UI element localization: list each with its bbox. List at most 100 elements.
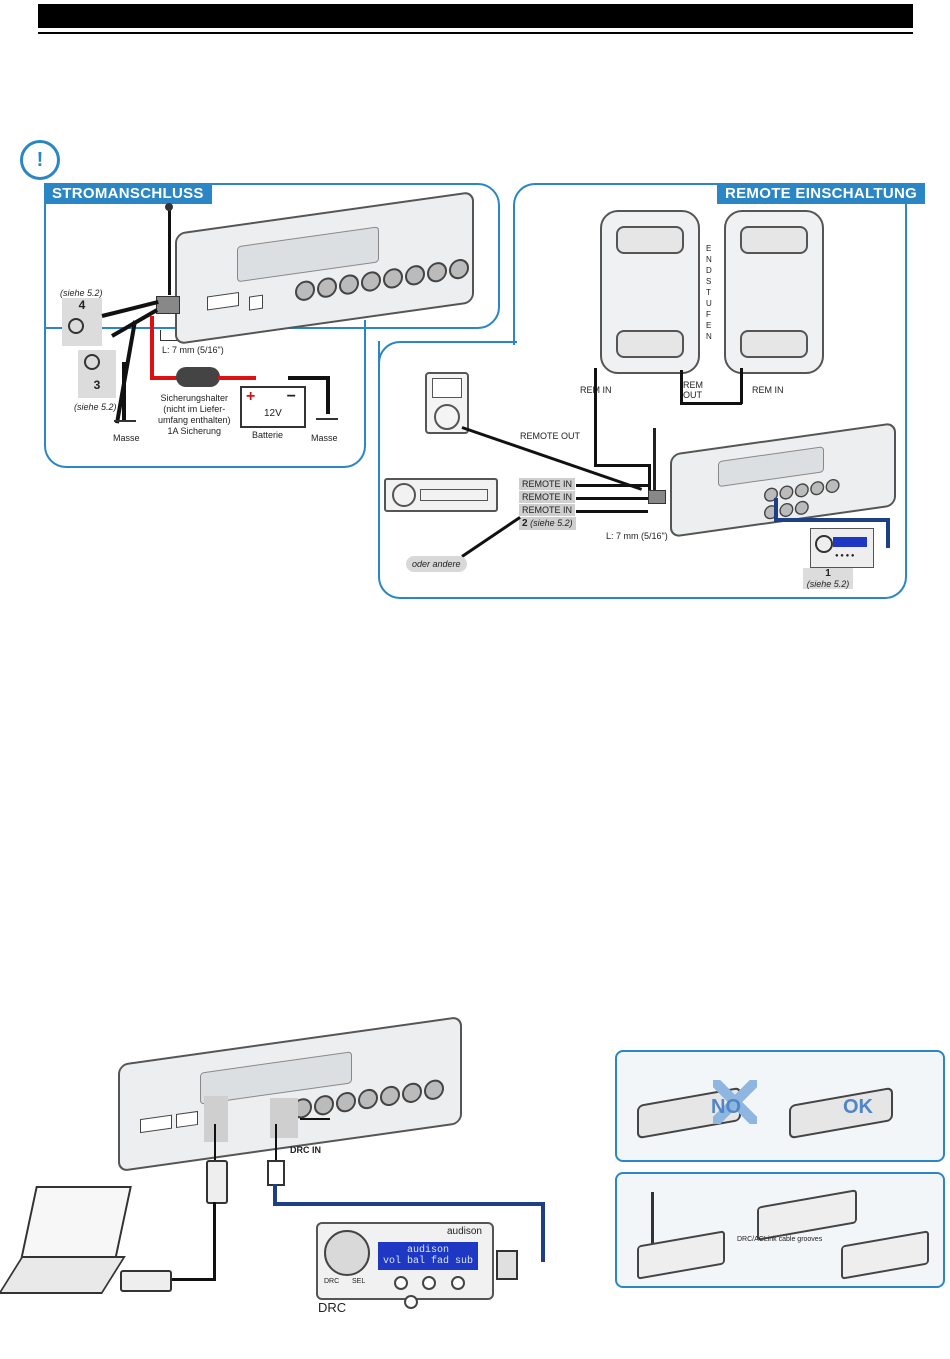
remote-panel-title: REMOTE EINSCHALTUNG	[717, 183, 926, 204]
ref-2: (siehe 5.2)	[530, 518, 573, 528]
usb-cable-h	[170, 1278, 216, 1281]
amplifier-left	[600, 210, 700, 374]
rem-wire-to-terminal	[594, 464, 650, 467]
drc-btn-sel[interactable]: SEL	[352, 1278, 366, 1285]
blue-wire-drc-v2	[886, 518, 890, 548]
ground-right-icon	[316, 418, 338, 420]
red-wire-1	[150, 316, 154, 378]
groove-inset: DRC/ACLink cable grooves	[615, 1172, 945, 1288]
head-unit-icon	[384, 478, 498, 512]
antenna-icon	[168, 205, 171, 295]
num-2: 2	[522, 518, 528, 529]
wire-remote-in-1	[576, 484, 648, 487]
rem-in-right: REM IN	[752, 385, 784, 395]
ground-left-icon	[114, 420, 136, 422]
terminal-block-icon	[156, 296, 180, 314]
wire-remote-in-3	[576, 510, 648, 513]
drc-arrow	[275, 1124, 277, 1160]
usb-cable-v	[213, 1202, 216, 1280]
drc-port-highlight	[270, 1098, 298, 1138]
fuse-holder-icon	[176, 367, 220, 387]
battery-plus: +	[246, 388, 256, 405]
strip-length-remote: L: 7 mm (5/16")	[606, 531, 668, 541]
connector-right-icon	[789, 1086, 893, 1140]
remote-out: REMOTE OUT	[520, 431, 580, 441]
drc-knob[interactable]	[324, 1230, 370, 1276]
rem-wire-link-h	[680, 402, 742, 405]
fuse-label: Sicherungshalter (nicht im Liefer- umfan…	[158, 393, 231, 436]
rem-wire-link	[680, 370, 683, 404]
power-panel-lower	[44, 320, 366, 468]
remote-antenna-icon	[653, 428, 656, 494]
info-icon-glyph: !	[36, 149, 44, 171]
drc-cable-v	[273, 1184, 277, 1204]
terminal-4: 4	[62, 298, 102, 346]
header-bar	[38, 4, 913, 28]
masse-right: Masse	[311, 433, 338, 443]
antenna-tip	[165, 203, 173, 211]
drc-label: DRC	[318, 1300, 347, 1315]
remote-terminal-icon	[648, 490, 666, 504]
battery-minus: −	[286, 388, 296, 405]
drc-button-3[interactable]	[450, 1276, 465, 1290]
amplifier-right	[724, 210, 824, 374]
blue-wire-drc-v	[774, 498, 778, 522]
media-player-icon	[425, 372, 469, 434]
info-icon: !	[20, 140, 60, 180]
drc-button-1[interactable]	[394, 1276, 408, 1290]
masse-left: Masse	[113, 433, 140, 443]
battery-icon: + − 12V	[240, 386, 306, 428]
groove-antenna-icon	[651, 1192, 654, 1252]
drc-device: audison audison vol bal fad sub DRC SEL	[316, 1222, 494, 1309]
drc-cable-v2	[541, 1202, 545, 1262]
rem-wire-link-v	[740, 368, 743, 404]
remote-panel-step	[378, 341, 517, 367]
drc-btn-drc[interactable]: DRC	[324, 1278, 340, 1285]
drc-small-ref: 1 (siehe 5.2)	[803, 568, 853, 589]
blue-wire-drc-h	[774, 518, 890, 522]
laptop-icon	[20, 1186, 132, 1260]
remote-panel-lower	[378, 341, 907, 599]
drc-button-2[interactable]	[422, 1276, 437, 1290]
red-wire-3	[218, 376, 256, 380]
drc-screen-line1: audison	[406, 1245, 449, 1256]
wire-battery-ground	[288, 376, 328, 380]
drc-plug-icon	[267, 1160, 285, 1186]
remote-in-3: REMOTE IN	[519, 504, 576, 516]
usb-arrow	[214, 1124, 216, 1160]
remote-in-1: REMOTE IN	[519, 478, 576, 490]
usb-port-highlight	[204, 1096, 228, 1142]
drc-screen: audison vol bal fad sub	[378, 1242, 478, 1270]
battery-label: Batterie	[252, 430, 284, 440]
num-4: 4	[78, 298, 86, 312]
rem-wire-drop	[648, 464, 651, 494]
strip-length-power: L: 7 mm (5/16")	[162, 345, 224, 355]
usb-plug-icon	[206, 1160, 228, 1204]
wire-battery-ground-v	[326, 376, 330, 414]
ref-1: (siehe 5.2)	[806, 579, 850, 589]
drc-in-label: DRC IN	[290, 1145, 321, 1155]
drc-connector-icon	[496, 1250, 518, 1280]
ref-bottom: (siehe 5.2)	[74, 402, 117, 412]
no-ok-inset: NO OK	[615, 1050, 945, 1162]
ok-label: OK	[843, 1096, 873, 1118]
cable-note: DRC/ACLink cable grooves	[737, 1236, 823, 1243]
groove-device-right	[841, 1230, 929, 1280]
rem-wire-amp-left	[594, 368, 597, 466]
drc-buttons	[394, 1276, 492, 1314]
endstufen-label: E N D S T U F E N	[706, 244, 712, 341]
wire-remote-in-2	[576, 497, 648, 500]
drc-button-4[interactable]	[404, 1295, 418, 1309]
num-3: 3	[93, 378, 101, 392]
usb-plug-laptop-icon	[120, 1270, 172, 1292]
terminal-3: 3	[78, 350, 116, 398]
red-wire-2	[150, 376, 186, 380]
power-panel-title: STROMANSCHLUSS	[44, 183, 212, 204]
laptop-base-icon	[0, 1256, 126, 1294]
drc-brand: audison	[446, 1226, 482, 1237]
remote-panel-upper	[513, 183, 907, 345]
no-label: NO	[711, 1096, 741, 1118]
header-rule	[38, 32, 913, 34]
num-1: 1	[825, 568, 831, 579]
arrow-out	[300, 1118, 330, 1120]
